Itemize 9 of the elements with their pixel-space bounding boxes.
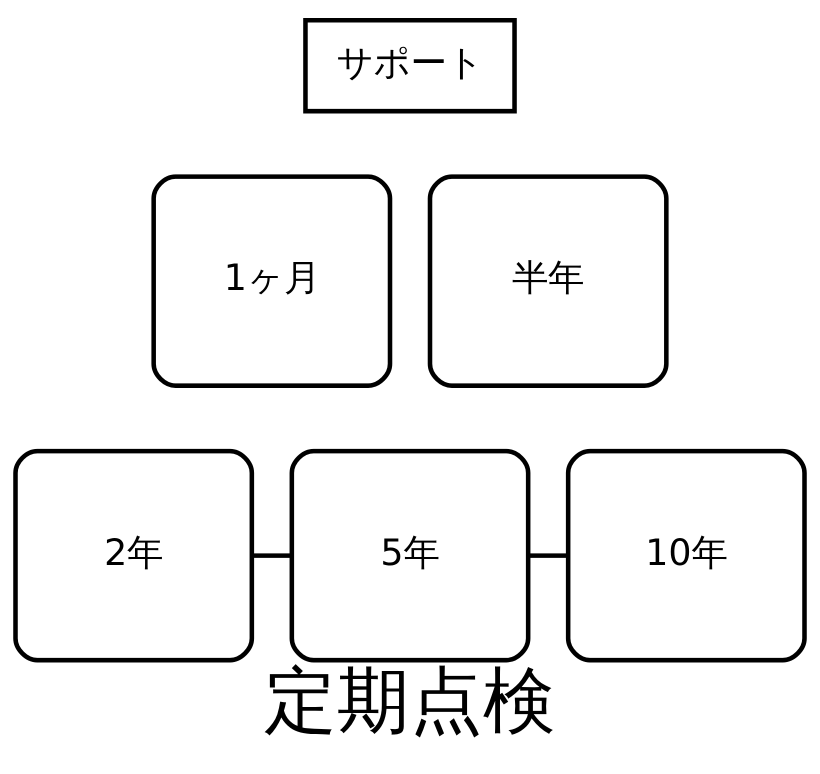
node-box: サポート xyxy=(303,18,517,113)
diagram-title: 定期点検 xyxy=(264,659,556,744)
node-box: 10年 xyxy=(566,448,807,662)
node-box: 半年 xyxy=(428,174,669,388)
node-box: 2年 xyxy=(13,448,254,662)
connector xyxy=(252,552,292,558)
node-box: 1ヶ月 xyxy=(151,174,392,388)
connector xyxy=(528,552,568,558)
node-box: 5年 xyxy=(290,448,530,662)
